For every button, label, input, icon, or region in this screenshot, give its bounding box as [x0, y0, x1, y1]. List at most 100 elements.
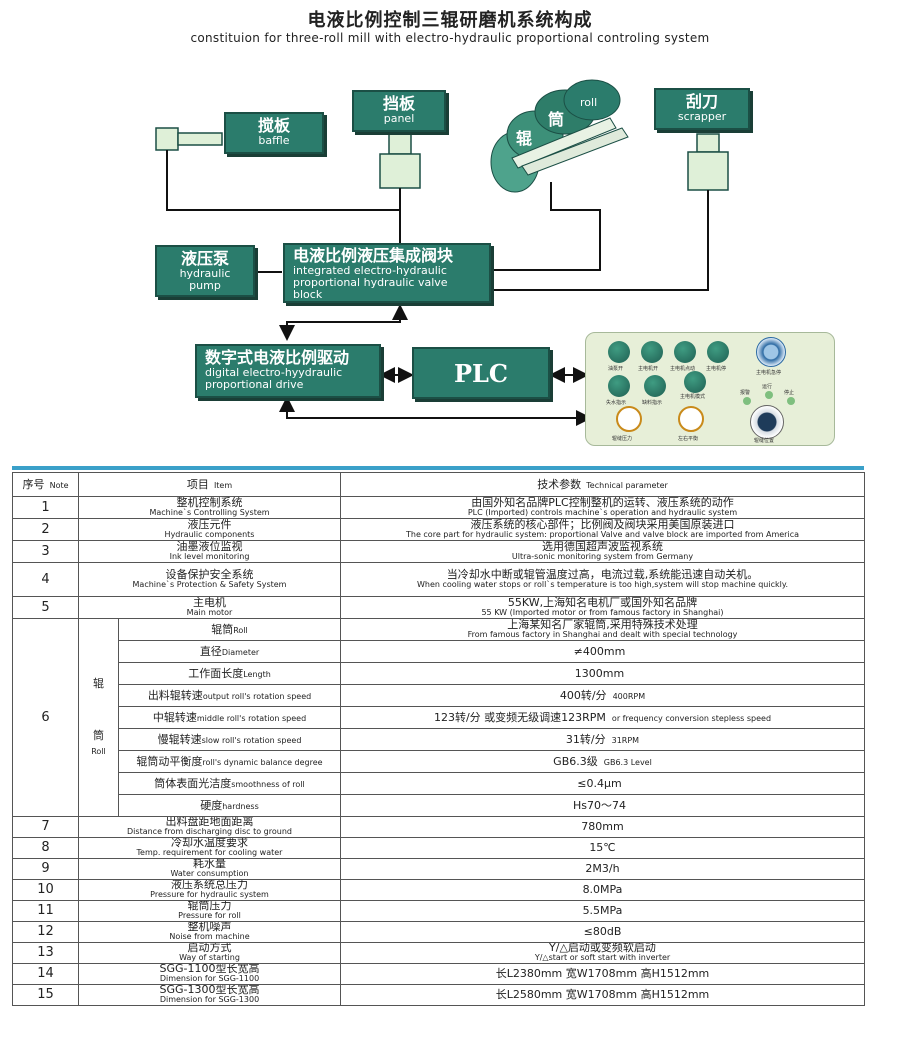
roll-label-cn1: 辊: [516, 129, 533, 148]
roll-item: 出料辊转速output roll's rotation speed: [118, 684, 341, 707]
param-line-1: ≠400mm: [573, 645, 626, 658]
roll-item: 辊筒动平衡度roll's dynamic balance degree: [118, 750, 341, 773]
row-number: 6: [12, 618, 79, 817]
item-en: Main motor: [186, 607, 233, 617]
param-line-1: 1300mm: [574, 667, 625, 680]
roll-item: 中辊转速middle roll's rotation speed: [118, 706, 341, 729]
row-param: 2M3/h: [340, 858, 865, 880]
scrapper-label-en: scrapper: [677, 110, 727, 123]
row-param: 780mm: [340, 816, 865, 838]
param-line-1: 当冷却水中断或辊管温度过高，电流过载,系统能迅速自动关机。: [446, 567, 759, 581]
knob-main-jog: [674, 341, 696, 363]
indicator-material: [644, 375, 666, 397]
param-line-2: or frequency conversion stepless speed: [611, 714, 772, 723]
param-line-1: 780mm: [581, 820, 624, 833]
item-en: hardness: [222, 802, 259, 811]
panel-label-cn: 挡板: [382, 94, 415, 113]
item-en: Length: [243, 670, 271, 679]
roll-item: 筒体表面光洁度smoothness of roll: [118, 772, 341, 795]
knob-main-on: [641, 341, 663, 363]
dial-label: 左右平衡: [678, 436, 699, 442]
item-en: Distance from discharging disc to ground: [127, 827, 292, 836]
row-number: 13: [12, 942, 79, 964]
header-no: 序号 Note: [12, 472, 79, 497]
param-line-2: Y/△start or soft start with inverter: [534, 953, 671, 962]
item-en: Noise from machine: [169, 932, 250, 941]
param-line-1: 长L2580mm 宽W1708mm 高H1512mm: [495, 988, 710, 1001]
led-stop: [787, 397, 795, 405]
roll-param: 123转/分 或变频无级调速123RPM or frequency convers…: [340, 706, 865, 729]
item-en: smoothness of roll: [231, 780, 305, 789]
header-no-en: Note: [49, 481, 69, 490]
row-param: ≤80dB: [340, 921, 865, 943]
pump-label-en1: hydraulic: [179, 267, 231, 280]
item-cn: 冷却水温度要求: [171, 837, 248, 849]
led-alarm: [743, 397, 751, 405]
led-label: 报警: [740, 390, 751, 396]
roll-group-cn2: 筒: [93, 728, 104, 742]
param-line-1: 123转/分 或变频无级调速123RPM: [433, 711, 606, 724]
param-line-1: 31转/分: [565, 733, 606, 746]
table-top-bar: [12, 466, 864, 470]
roll-item: 慢辊转速slow roll's rotation speed: [118, 728, 341, 751]
row-number: 5: [12, 596, 79, 619]
row-param: 长L2580mm 宽W1708mm 高H1512mm: [340, 984, 865, 1006]
header-param: 技术参数 Technical parameter: [340, 472, 865, 497]
item-en: Dimension for SGG-1300: [159, 995, 260, 1004]
knob-label: 主电机模式: [680, 394, 706, 400]
plc-box: PLC: [412, 347, 550, 399]
param-line-1: ≤80dB: [583, 925, 622, 938]
item-cn: 设备保护安全系统: [165, 567, 254, 581]
baffle-label-en: baffle: [258, 134, 290, 147]
item-cn: 筒体表面光洁度: [154, 777, 232, 790]
valve-label-en3: block: [293, 288, 323, 301]
pump-label-en2: pump: [189, 279, 221, 292]
row-number: 9: [12, 858, 79, 880]
diagram-connectors: [155, 79, 729, 426]
panel-box: 挡板 panel: [352, 90, 446, 132]
param-line-1: 55KW,上海知名电机厂或国外知名品牌: [507, 596, 698, 609]
row-number: 3: [12, 540, 79, 563]
panel-cylinder: [379, 131, 421, 189]
param-line-2: The core part for hydraulic system: prop…: [405, 529, 799, 539]
roll-item: 硬度hardness: [118, 794, 341, 817]
roll-item: 辊筒Roll: [118, 618, 341, 641]
param-line-1: ≤0.4μm: [577, 777, 622, 790]
row-param: 当冷却水中断或辊管温度过高，电流过载,系统能迅速自动关机。When coolin…: [340, 562, 865, 597]
item-cn: 慢辊转速: [157, 733, 202, 746]
item-en: slow roll's rotation speed: [201, 736, 302, 745]
item-en: output roll's rotation speed: [202, 692, 312, 701]
param-line-1: 长L2380mm 宽W1708mm 高H1512mm: [495, 967, 710, 980]
row-number: 10: [12, 879, 79, 901]
param-line-2: GB6.3 Level: [603, 758, 652, 767]
system-diagram: 搅板 baffle 挡板 panel 辊 筒 roll 刮刀 scrapper …: [0, 0, 900, 460]
gauge-roll-pressure: [616, 406, 642, 432]
item-en: Roll: [233, 626, 248, 635]
led-run: [765, 391, 773, 399]
param-line-1: 选用德国超声波监视系统: [542, 540, 663, 553]
item-cn: 油墨液位监视: [176, 540, 243, 553]
roll-param: ≠400mm: [340, 640, 865, 663]
roll-label-cn2: 筒: [548, 110, 565, 129]
drive-label-en2: proportional drive: [205, 378, 304, 391]
item-cn: 启动方式: [187, 942, 232, 954]
roll-illustration: [490, 79, 629, 193]
item-en: Temp. requirement for cooling water: [136, 848, 283, 857]
knob-main-stop: [707, 341, 729, 363]
item-cn: 直径: [199, 645, 222, 658]
